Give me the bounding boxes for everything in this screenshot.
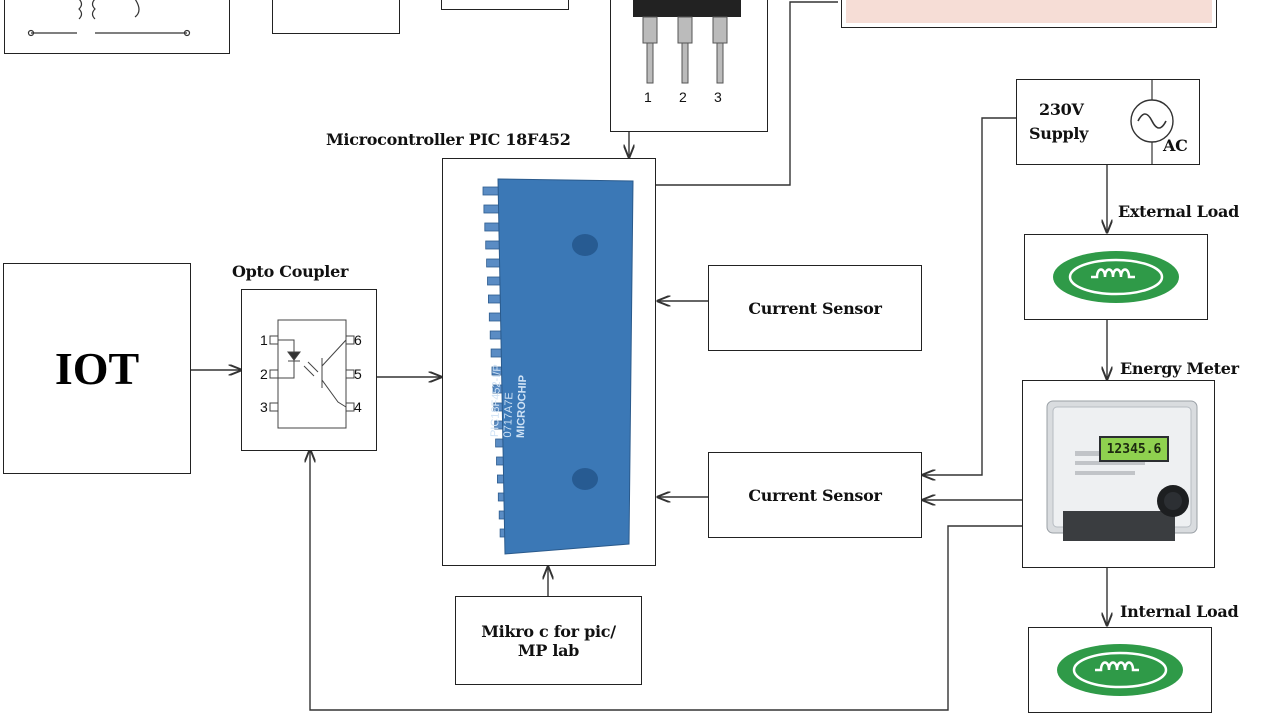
iot-block: IOT bbox=[3, 263, 191, 474]
internal-load-block bbox=[1028, 627, 1212, 713]
load-resistor-icon bbox=[1057, 644, 1183, 696]
opto-pin-1: 1 bbox=[260, 332, 268, 348]
current-sensor-2-label: Current Sensor bbox=[748, 485, 882, 505]
meter-reading: 12345.6 bbox=[1106, 441, 1162, 457]
supply-line-1: 230V bbox=[1039, 100, 1084, 119]
energy-meter-icon bbox=[1046, 400, 1198, 541]
opto-pin-2: 2 bbox=[260, 366, 268, 382]
transformer-block bbox=[4, 0, 230, 54]
software-block: Mikro c for pic/ MP lab bbox=[455, 596, 642, 685]
ac-label: AC bbox=[1163, 136, 1188, 155]
current-sensor-1-block: Current Sensor bbox=[708, 265, 922, 351]
regulator-pin-2: 2 bbox=[679, 89, 687, 105]
lcd-screen bbox=[846, 0, 1212, 23]
opto-pin-5: 5 bbox=[354, 366, 362, 382]
transformer-icon bbox=[27, 0, 191, 37]
supply-line-2: Supply bbox=[1029, 124, 1089, 143]
internal-load-label: Internal Load bbox=[1120, 602, 1239, 621]
top-block-3 bbox=[441, 0, 569, 10]
iot-label: IOT bbox=[54, 343, 140, 394]
opto-pin-6: 6 bbox=[354, 332, 362, 348]
current-sensor-1-label: Current Sensor bbox=[748, 298, 882, 318]
current-sensor-2-block: Current Sensor bbox=[708, 452, 922, 538]
regulator-pin-3: 3 bbox=[714, 89, 722, 105]
microcontroller-block: PIC18F452-I/P 0717A7E MICROCHIP bbox=[442, 158, 656, 566]
energy-meter-label: Energy Meter bbox=[1120, 359, 1239, 378]
software-line-2: MP lab bbox=[517, 640, 580, 660]
voltage-regulator-block: 1 2 3 bbox=[610, 0, 768, 132]
ac-source-icon bbox=[1130, 80, 1174, 164]
opto-pin-3: 3 bbox=[260, 399, 268, 415]
pic-chip-icon bbox=[482, 178, 634, 555]
opto-coupler-block: 1 2 3 4 5 6 bbox=[241, 289, 377, 451]
software-line-1: Mikro c for pic/ bbox=[481, 621, 616, 641]
regulator-icon bbox=[633, 0, 741, 84]
opto-pin-4: 4 bbox=[354, 399, 362, 415]
supply-block: 230V Supply AC bbox=[1016, 79, 1200, 165]
meter-lcd: 12345.6 bbox=[1099, 436, 1169, 462]
external-load-block bbox=[1024, 234, 1208, 320]
chip-marking: PIC18F452-I/P 0717A7E MICROCHIP bbox=[489, 267, 534, 438]
opto-coupler-label: Opto Coupler bbox=[232, 262, 349, 281]
load-resistor-icon bbox=[1053, 251, 1179, 303]
lcd-display-block bbox=[841, 0, 1217, 28]
microcontroller-label: Microcontroller PIC 18F452 bbox=[326, 130, 571, 149]
optocoupler-icon bbox=[269, 319, 355, 429]
regulator-pin-1: 1 bbox=[644, 89, 652, 105]
external-load-label: External Load bbox=[1118, 202, 1239, 221]
top-block-2 bbox=[272, 0, 400, 34]
energy-meter-block: 12345.6 bbox=[1022, 380, 1215, 568]
